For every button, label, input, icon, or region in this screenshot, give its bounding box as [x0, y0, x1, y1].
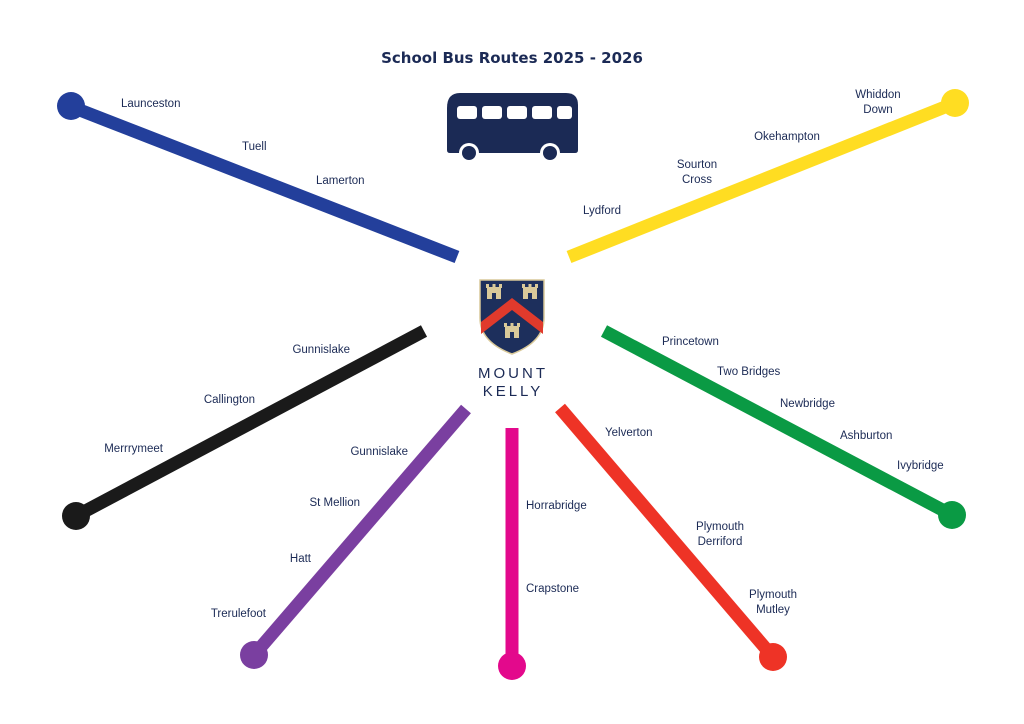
route-terminus-purple	[240, 641, 268, 669]
route-terminus-green	[938, 501, 966, 529]
school-crest-icon	[479, 279, 545, 355]
stop-label: Launceston	[121, 98, 180, 110]
stop-label: Tuell	[242, 141, 267, 153]
stop-label: Gunnislake	[292, 344, 350, 356]
stop-label: Callington	[204, 394, 255, 406]
bus-icon	[447, 93, 578, 163]
stop-label: St Mellion	[310, 497, 361, 509]
stop-label: Two Bridges	[717, 366, 781, 378]
stop-label: Ashburton	[840, 430, 892, 442]
school-name-line2: KELLY	[483, 383, 544, 400]
stop-label: Yelverton	[605, 427, 653, 439]
route-line-blue	[69, 100, 460, 264]
stop-label: Lamerton	[316, 175, 365, 187]
route-terminus-yellow	[941, 89, 969, 117]
route-terminus-magenta	[498, 652, 526, 680]
stop-label: Gunnislake	[350, 446, 408, 458]
stop-label: Merrrymeet	[104, 443, 164, 455]
stop-label: Trerulefoot	[211, 608, 267, 620]
stop-label: Crapstone	[526, 583, 579, 595]
stop-label: Princetown	[662, 336, 719, 348]
route-terminus-red	[759, 643, 787, 671]
stop-label: Okehampton	[754, 131, 820, 143]
school-name-line1: MOUNT	[478, 365, 548, 382]
route-line-green	[600, 325, 956, 521]
route-line-red	[555, 403, 778, 662]
route-terminus-black	[62, 502, 90, 530]
stop-label: Newbridge	[780, 398, 835, 410]
route-line-yellow	[566, 96, 958, 264]
page-title: School Bus Routes 2025 - 2026	[381, 49, 643, 67]
stop-label: Ivybridge	[897, 460, 944, 472]
route-line-black	[72, 325, 428, 522]
stop-label: Lydford	[583, 205, 621, 217]
route-terminus-blue	[57, 92, 85, 120]
stop-label: Horrabridge	[526, 500, 587, 512]
route-line-purple	[249, 404, 471, 660]
stop-label: Hatt	[290, 553, 312, 565]
